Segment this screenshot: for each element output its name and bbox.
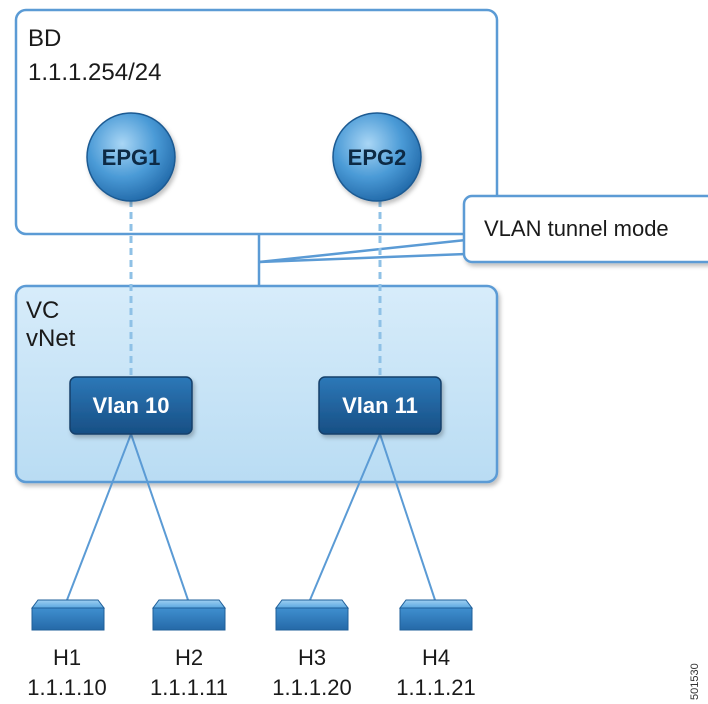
host-icon — [31, 599, 105, 631]
host-icon — [399, 599, 473, 631]
bd-box: BD 1.1.1.254/24 — [14, 8, 499, 236]
bd-title: BD — [28, 25, 61, 52]
vnet-label: vNet — [26, 325, 76, 352]
epg-label: EPG1 — [102, 145, 161, 170]
host-ip: 1.1.1.10 — [27, 675, 107, 700]
callout-text: VLAN tunnel mode — [484, 216, 669, 241]
bd-vc-connector — [257, 234, 467, 286]
vlan-host-links — [66, 433, 436, 601]
figure-id: 501530 — [689, 663, 701, 700]
host-name: H3 — [298, 645, 326, 670]
vlan-label: Vlan 10 — [92, 393, 169, 418]
vlan-tunnel-callout: VLAN tunnel mode — [462, 194, 708, 264]
host-icon — [152, 599, 226, 631]
vlan-box: Vlan 11 — [318, 376, 442, 435]
host-name: H1 — [53, 645, 81, 670]
host-name: H2 — [175, 645, 203, 670]
epg-node: EPG1 — [86, 112, 176, 202]
vlan-box: Vlan 10 — [69, 376, 193, 435]
host-ip: 1.1.1.21 — [396, 675, 476, 700]
host-icon — [275, 599, 349, 631]
epg-vlan-links — [129, 200, 382, 377]
epg-node: EPG2 — [332, 112, 422, 202]
host-ip: 1.1.1.20 — [272, 675, 352, 700]
bd-subnet: 1.1.1.254/24 — [28, 59, 161, 86]
epg-label: EPG2 — [348, 145, 407, 170]
vc-label: VC — [26, 297, 59, 324]
vlan-label: Vlan 11 — [342, 393, 418, 418]
host-name: H4 — [422, 645, 450, 670]
host-ip: 1.1.1.11 — [150, 675, 228, 700]
